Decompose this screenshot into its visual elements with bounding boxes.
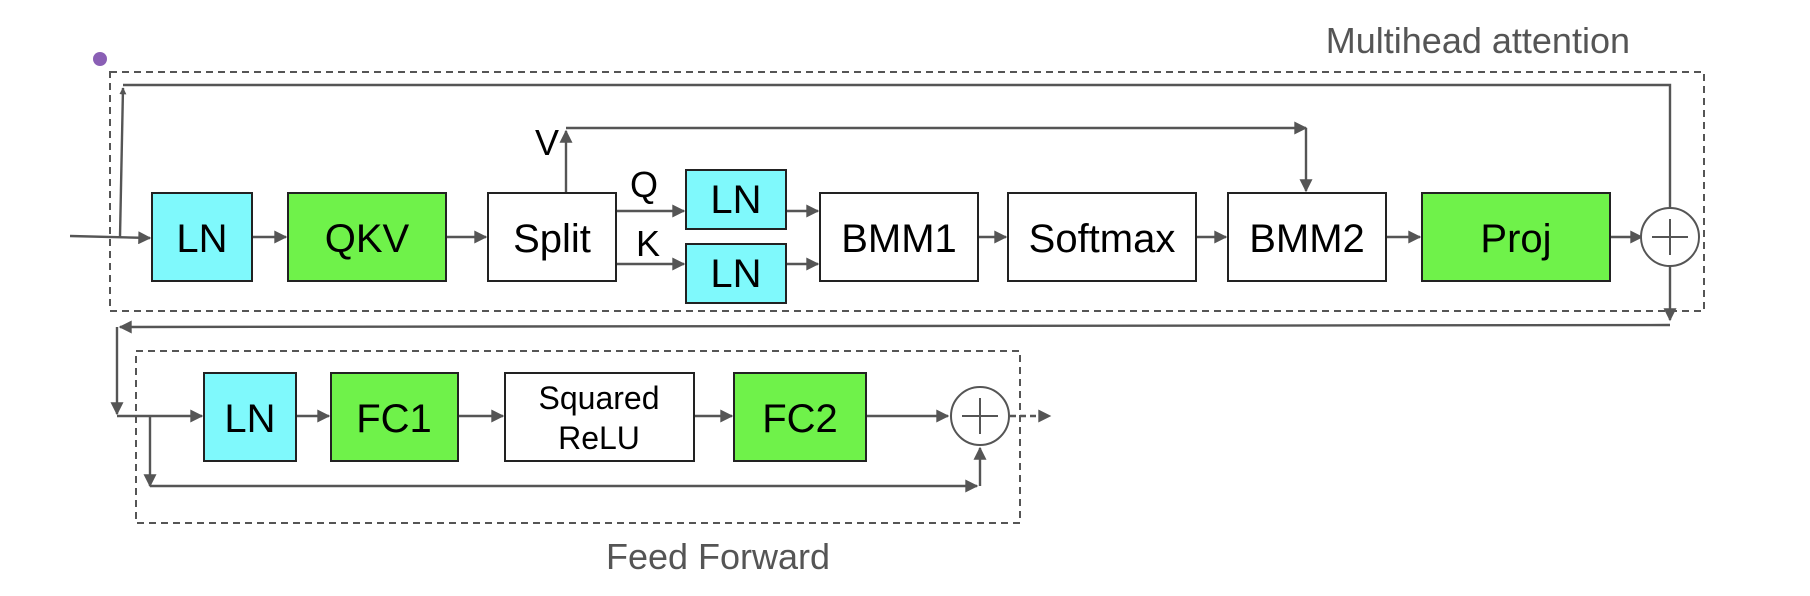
fc2-label: FC2 <box>762 397 838 441</box>
bmm1-label: BMM1 <box>841 217 957 261</box>
attention-add-icon <box>1640 207 1700 267</box>
residual-up-line <box>118 87 127 238</box>
attention-group-title: Multihead attention <box>1326 20 1630 61</box>
fc2-box <box>733 372 867 462</box>
connector-to-ffn <box>118 320 1671 334</box>
v-label: V <box>535 122 559 163</box>
q-label: Q <box>630 164 658 205</box>
marker-dot <box>93 52 107 66</box>
split-box <box>487 192 617 282</box>
attention-group-frame <box>109 71 1705 312</box>
fc1-label: FC1 <box>356 397 432 441</box>
q-ln-box <box>685 169 787 230</box>
squared-relu-label-line1: Squared <box>539 380 660 416</box>
squared-relu-box <box>504 372 695 462</box>
squared-relu-label-line2: ReLU <box>558 420 640 456</box>
attn-ln-box <box>151 192 253 282</box>
qkv-label: QKV <box>325 217 410 261</box>
bmm2-box <box>1227 192 1387 282</box>
input-arrow <box>69 231 152 245</box>
q-ln-label: LN <box>710 178 761 222</box>
attention-residual-arrow <box>123 83 1674 222</box>
k-ln-label: LN <box>710 252 761 296</box>
softmax-box <box>1007 192 1197 282</box>
k-label: K <box>636 223 660 264</box>
k-ln-box <box>685 243 787 304</box>
ffn-ln-label: LN <box>224 397 275 441</box>
qkv-box <box>287 192 447 282</box>
ffn-ln-box <box>203 372 297 462</box>
attn-ln-label: LN <box>176 217 227 261</box>
ffn-group-title: Feed Forward <box>606 536 830 577</box>
bmm1-box <box>819 192 979 282</box>
proj-box <box>1421 192 1611 282</box>
bmm2-label: BMM2 <box>1249 217 1365 261</box>
ffn-add-icon <box>950 386 1010 446</box>
proj-label: Proj <box>1480 217 1551 261</box>
softmax-label: Softmax <box>1029 217 1176 261</box>
fc1-box <box>330 372 459 462</box>
split-label: Split <box>513 217 591 261</box>
